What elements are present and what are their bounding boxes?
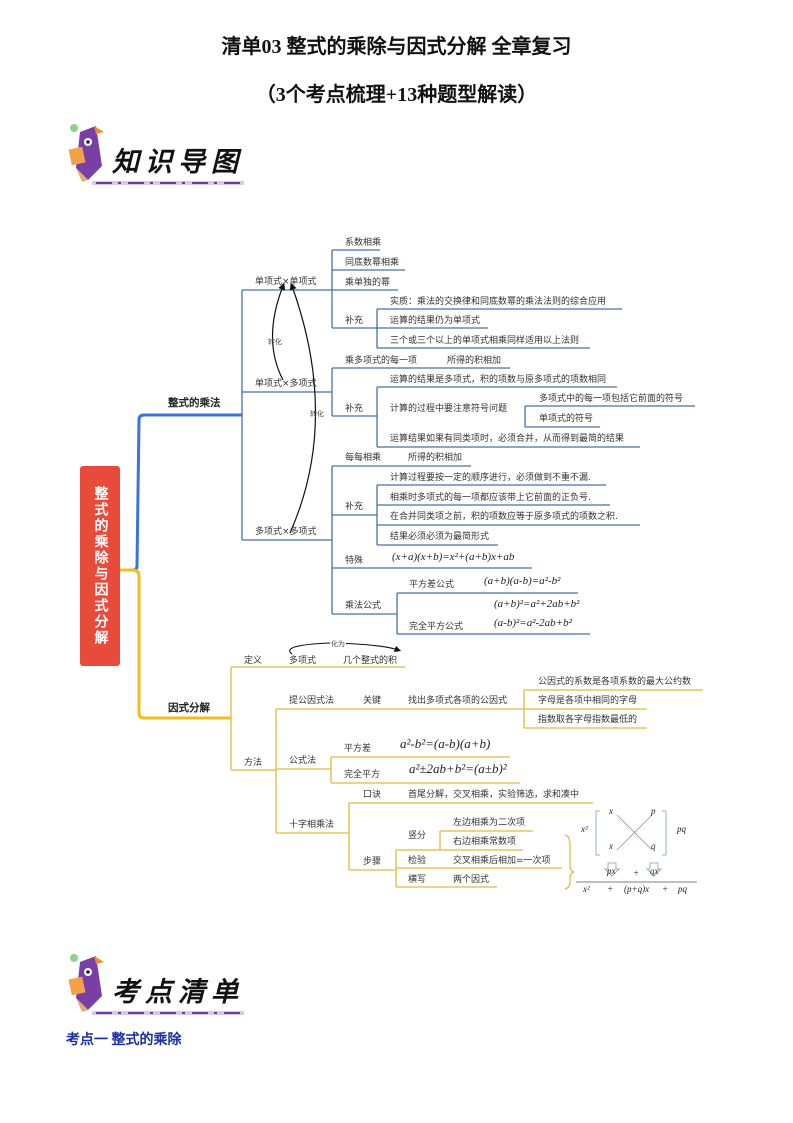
mono-item-1: 同底数幂相乘 [345, 258, 400, 268]
pencil-mascot-icon [68, 954, 104, 1012]
check-label: 检验 [408, 856, 427, 866]
cross-right: pq [677, 824, 686, 834]
vertical-item-0: 左边相乘为二次项 [453, 818, 526, 828]
mono-poly-step: 乘多项式的每一项 [345, 356, 418, 366]
fm-perfect-square-label: 完全平方 [344, 770, 381, 780]
cf-item-2: 指数取各字母指数最低的 [538, 715, 638, 725]
convert-label-2: 转化 [310, 410, 324, 418]
mono-supplement-label: 补充 [345, 316, 364, 326]
formula-method-label: 公式法 [289, 756, 317, 766]
section-heading: 考点一 整式的乘除 [66, 1033, 182, 1048]
common-factor-label: 提公因式法 [289, 696, 335, 706]
poly-supplement-2: 在合并同类项之前，积的项数应等于原多项式的项数之积. [390, 512, 618, 522]
exam-points-banner: 考点清单 [66, 952, 251, 1020]
cross-bl: x [609, 841, 613, 851]
formulas-label: 乘法公式 [345, 601, 382, 611]
cross-r5: pq [678, 884, 687, 894]
mono-poly-supplement-1: 运算的结果是多项式，积的项数与原多项式的项数相同 [390, 375, 607, 385]
diff-squares-label: 平方差公式 [409, 580, 455, 590]
cross-tr: p [651, 806, 656, 816]
banner-dash-decoration [92, 181, 244, 185]
branch-factorization: 因式分解 [168, 702, 210, 714]
special-formula: (x+a)(x+b)=x²+(a+b)x+ab [392, 551, 515, 563]
write-label: 横写 [408, 875, 427, 885]
check-text: 交叉相乘后相加=一次项 [453, 856, 551, 866]
mono-poly-supplement-2: 计算的过程中要注意符号问题 [390, 404, 508, 414]
poly-supplement-3: 结果必须必须为最简形式 [390, 532, 490, 542]
cross-tl: x [609, 806, 613, 816]
cross-diagram-lines [576, 810, 697, 883]
key-text: 找出多项式各项的公因式 [408, 696, 508, 706]
mono-poly-supplement-label: 补充 [345, 404, 364, 414]
mindmap-root: 整式的乘除与因式分解 [80, 466, 120, 666]
def-to: 几个整式的积 [343, 656, 398, 666]
knowledge-map-banner: 知识导图 [66, 122, 251, 190]
sign-item-1: 单项式的符号 [539, 414, 594, 424]
cross-plus: + [633, 868, 640, 878]
mono-supplement-1: 运算的结果仍为单项式 [390, 316, 481, 326]
special-label: 特殊 [345, 556, 364, 566]
node-poly-poly: 多项式×多项式 [255, 527, 317, 537]
cross-r3: (p+q)x [624, 884, 650, 894]
mnemonic-text: 首尾分解，交叉相乘，实验筛选，求和凑中 [408, 790, 580, 800]
key-label: 关键 [363, 696, 382, 706]
mono-supplement-0: 实质：乘法的交换律和同底数幂的乘法法则的综合应用 [390, 297, 607, 307]
cross-px: px [607, 866, 616, 876]
fm-diff-squares-label: 平方差 [344, 744, 372, 754]
write-text: 两个因式 [453, 875, 490, 885]
poly-supplement-1: 相乘时多项式的每一项都应该带上它前面的正负号. [390, 493, 591, 503]
mono-poly-supplement-3: 运算结果如果有同类项时，必须合并，从而得到最简的结果 [390, 434, 625, 444]
vertical-item-1: 右边相乘常数项 [453, 837, 517, 847]
cross-left: x² [581, 824, 588, 834]
cross-r4: + [662, 884, 669, 894]
cross-qx: qx [650, 866, 659, 876]
banner-dash-decoration [92, 1011, 244, 1015]
perfect-square-formula-1: (a+b)²=a²+2ab+b² [494, 598, 580, 610]
mnemonic-label: 口诀 [363, 790, 382, 800]
vertical-label: 竖分 [408, 831, 427, 841]
perfect-square-formula-2: (a-b)²=a²-2ab+b² [494, 617, 572, 629]
mono-supplement-2: 三个或三个以上的单项式相乘同样适用以上法则 [390, 336, 580, 346]
knowledge-map-title: 知识导图 [112, 147, 244, 178]
branch-multiplication: 整式的乘法 [168, 397, 221, 409]
cross-r1: x² [583, 884, 590, 894]
def-arrow-label: 化为 [330, 639, 346, 650]
steps-label: 步骤 [363, 857, 382, 867]
sign-item-0: 多项式中的每一项包括它前面的符号 [539, 394, 684, 404]
pencil-mascot-icon [68, 124, 104, 182]
definition-label: 定义 [244, 656, 263, 666]
exam-points-title: 考点清单 [112, 977, 244, 1008]
cf-item-1: 字母是各项中相同的字母 [538, 696, 638, 706]
poly-poly-step-result: 所得的积相加 [408, 453, 463, 463]
cf-item-0: 公因式的系数是各项系数的最大公约数 [538, 677, 692, 687]
mono-poly-step-result: 所得的积相加 [447, 356, 502, 366]
perfect-square-label: 完全平方公式 [409, 622, 464, 632]
convert-label-1: 转化 [268, 338, 282, 346]
node-mono-poly: 单项式×多项式 [255, 379, 317, 389]
fm-diff-squares: a²-b²=(a-b)(a+b) [400, 736, 491, 751]
page-title: 清单03 整式的乘除与因式分解 全章复习 [221, 36, 572, 58]
mono-item-2: 乘单独的幂 [345, 278, 391, 288]
cross-br: q [651, 841, 656, 851]
poly-poly-supplement-label: 补充 [345, 502, 364, 512]
mono-item-0: 系数相乘 [345, 238, 382, 248]
cross-r2: + [607, 884, 614, 894]
page-subtitle: （3个考点梳理+13种题型解读） [255, 84, 538, 106]
def-from: 多项式 [289, 656, 317, 666]
method-label: 方法 [244, 758, 263, 768]
node-mono-mono: 单项式×单项式 [255, 277, 317, 287]
fm-perfect-square: a²±2ab+b²=(a±b)² [409, 761, 507, 776]
diff-squares-formula: (a+b)(a-b)=a²-b² [484, 575, 561, 587]
cross-method-label: 十字相乘法 [289, 820, 335, 830]
poly-poly-step: 每每相乘 [345, 453, 382, 463]
poly-supplement-0: 计算过程要按一定的顺序进行，必须做到不重不漏. [390, 473, 591, 483]
